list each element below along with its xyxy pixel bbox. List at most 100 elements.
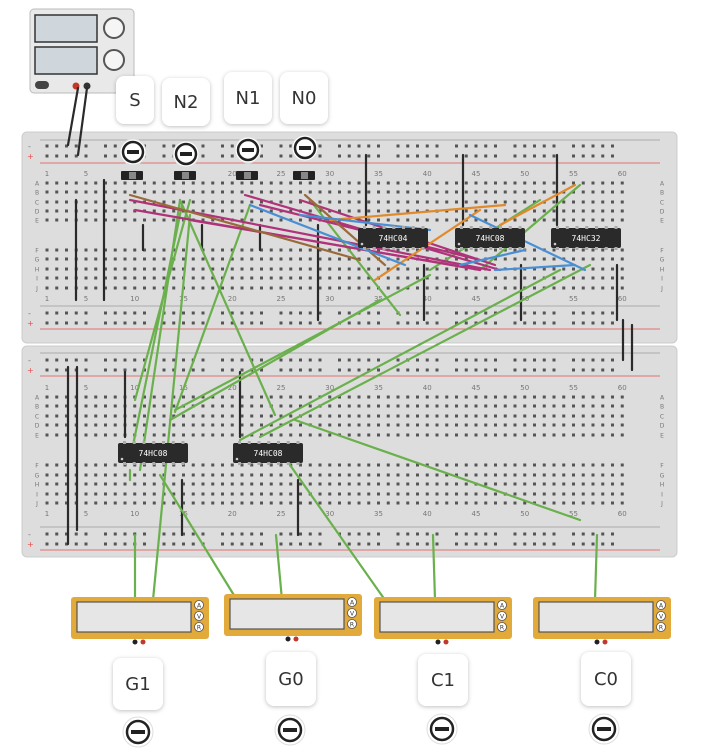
- hole: [191, 181, 195, 185]
- hole: [65, 358, 68, 362]
- hole: [611, 200, 614, 204]
- hole: [338, 144, 341, 148]
- hole: [435, 276, 439, 280]
- hole: [435, 395, 439, 399]
- hole: [377, 463, 380, 467]
- hole: [552, 154, 556, 158]
- hole: [572, 200, 575, 204]
- hole: [464, 286, 468, 290]
- power-supply[interactable]: [29, 8, 135, 94]
- hole: [474, 368, 478, 372]
- meter-display: [229, 598, 345, 630]
- switch-n2[interactable]: [172, 140, 200, 180]
- hole: [572, 144, 575, 148]
- hole: [250, 200, 254, 204]
- hole: [299, 404, 302, 408]
- meter-button-label: V: [350, 611, 355, 618]
- switch-s[interactable]: [119, 138, 147, 180]
- hole: [45, 433, 49, 437]
- row-letter: C: [35, 200, 39, 207]
- hole: [279, 200, 283, 204]
- hole: [240, 321, 244, 325]
- chip-body: [358, 228, 428, 248]
- hole: [338, 181, 341, 185]
- hole: [221, 311, 224, 315]
- hole: [45, 267, 49, 271]
- wire: [128, 193, 362, 262]
- hole: [611, 144, 614, 148]
- hole: [55, 248, 59, 252]
- hole: [240, 423, 244, 427]
- switch-n1[interactable]: [234, 136, 262, 180]
- hole: [494, 414, 497, 418]
- hole: [581, 200, 585, 204]
- hole: [572, 501, 575, 505]
- hole: [367, 311, 371, 315]
- switch-n0[interactable]: [291, 134, 319, 180]
- hole: [416, 414, 419, 418]
- hole: [455, 144, 458, 148]
- hole: [523, 423, 527, 427]
- hole: [201, 190, 205, 194]
- meter-button-label: A: [659, 603, 664, 610]
- hole: [240, 414, 244, 418]
- output-toggle-g0[interactable]: [274, 714, 306, 746]
- output-toggle-g1[interactable]: [122, 716, 154, 748]
- hole: [250, 492, 254, 496]
- hole: [347, 532, 351, 536]
- hole: [406, 414, 410, 418]
- hole: [445, 181, 449, 185]
- hole: [230, 154, 234, 158]
- hole: [367, 218, 371, 222]
- hole: [318, 501, 322, 505]
- hole: [513, 276, 517, 280]
- hole: [269, 463, 273, 467]
- hole: [435, 473, 439, 477]
- hole: [133, 311, 137, 315]
- hole: [591, 368, 595, 372]
- hole: [94, 404, 98, 408]
- column-number: 45: [472, 510, 481, 518]
- chip-pin: [277, 462, 280, 465]
- input-label-n1: N1: [224, 72, 272, 124]
- chip-pin: [372, 226, 376, 229]
- hole: [581, 404, 585, 408]
- hole: [484, 368, 488, 372]
- hole: [162, 532, 166, 536]
- hole: [328, 248, 332, 252]
- column-number: 25: [277, 295, 286, 303]
- hole: [533, 542, 536, 546]
- chip-pin: [296, 441, 300, 444]
- hole: [523, 276, 527, 280]
- hole: [494, 218, 497, 222]
- toggle-bar: [299, 146, 311, 150]
- multimeter-c1: AVR: [374, 597, 512, 645]
- hole: [523, 311, 527, 315]
- hole: [104, 473, 107, 477]
- hole: [494, 492, 497, 496]
- hole: [55, 267, 59, 271]
- hole: [162, 276, 166, 280]
- hole: [55, 144, 59, 148]
- output-toggle-c0[interactable]: [588, 713, 620, 745]
- hole: [338, 501, 341, 505]
- meter-display: [76, 601, 192, 633]
- hole: [601, 311, 605, 315]
- hole: [94, 286, 98, 290]
- hole: [123, 286, 127, 290]
- output-toggle-c1[interactable]: [426, 713, 458, 745]
- wire: [158, 473, 242, 607]
- hole: [513, 482, 517, 486]
- hole: [455, 358, 458, 362]
- hole: [581, 286, 585, 290]
- hole: [152, 501, 156, 505]
- input-switches[interactable]: [119, 134, 620, 748]
- hole: [523, 257, 527, 261]
- hole: [591, 257, 595, 261]
- hole: [221, 542, 224, 546]
- hole: [572, 321, 575, 325]
- hole: [289, 154, 293, 158]
- hole: [611, 368, 614, 372]
- hole: [211, 248, 215, 252]
- hole: [455, 200, 458, 204]
